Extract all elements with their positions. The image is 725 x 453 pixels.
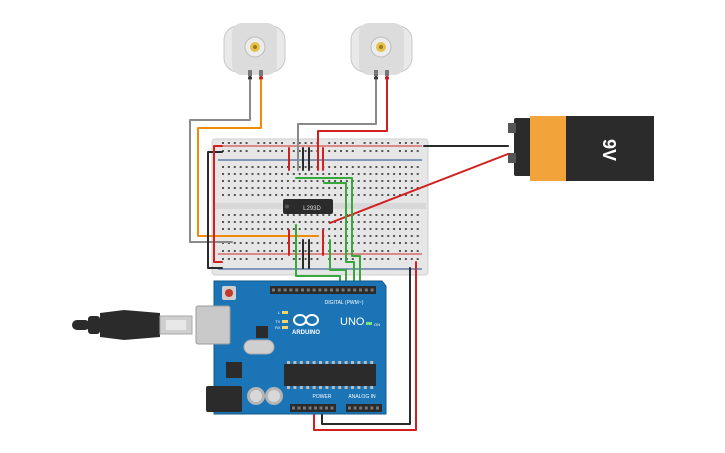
arduino-logo-icon (293, 314, 319, 326)
dc-motor-left[interactable] (223, 23, 286, 80)
led-on-label: ON (374, 322, 380, 327)
arduino-power-label: POWER (313, 394, 332, 400)
wire-green-5[interactable] (345, 223, 355, 291)
dc-motor-right[interactable] (350, 23, 413, 80)
wire-motor-right-grey[interactable] (297, 79, 377, 171)
ic-label: L293D (303, 206, 321, 212)
arduino-digital-label: DIGITAL (PWM~) (325, 300, 364, 306)
wire-green-4[interactable] (329, 239, 347, 291)
wire-green-2[interactable] (323, 182, 347, 225)
battery-9v[interactable]: 9V (508, 116, 654, 181)
arduino-uno[interactable]: DIGITAL (PWM~) POWER ANALOG IN ARDUINO U… (195, 280, 387, 415)
wire-motor-left-black[interactable] (189, 79, 251, 243)
wire-green-1[interactable] (295, 177, 353, 221)
wires (189, 79, 509, 431)
atmega-pins (287, 361, 374, 389)
battery-label: 9V (599, 139, 619, 161)
wire-rail-left-red[interactable] (213, 145, 223, 263)
arduino-brand: ARDUINO (292, 330, 320, 336)
wire-power-black[interactable] (321, 267, 411, 425)
led-rx-label: RX (275, 325, 281, 330)
wire-battery-red[interactable] (329, 153, 509, 224)
wire-green-6[interactable] (351, 219, 361, 291)
led-l-label: L (278, 310, 281, 315)
usb-cable[interactable] (72, 310, 193, 340)
wire-motor-right-red[interactable] (317, 79, 388, 171)
arduino-model: UNO (340, 316, 365, 328)
ic-chip[interactable]: L293D (283, 199, 333, 214)
wire-motor-left-orange[interactable] (197, 79, 319, 237)
arduino-analog-label: ANALOG IN (348, 394, 376, 400)
header-pins (272, 288, 379, 410)
wire-power-red[interactable] (313, 261, 417, 431)
led-tx-label: TX (275, 319, 280, 324)
